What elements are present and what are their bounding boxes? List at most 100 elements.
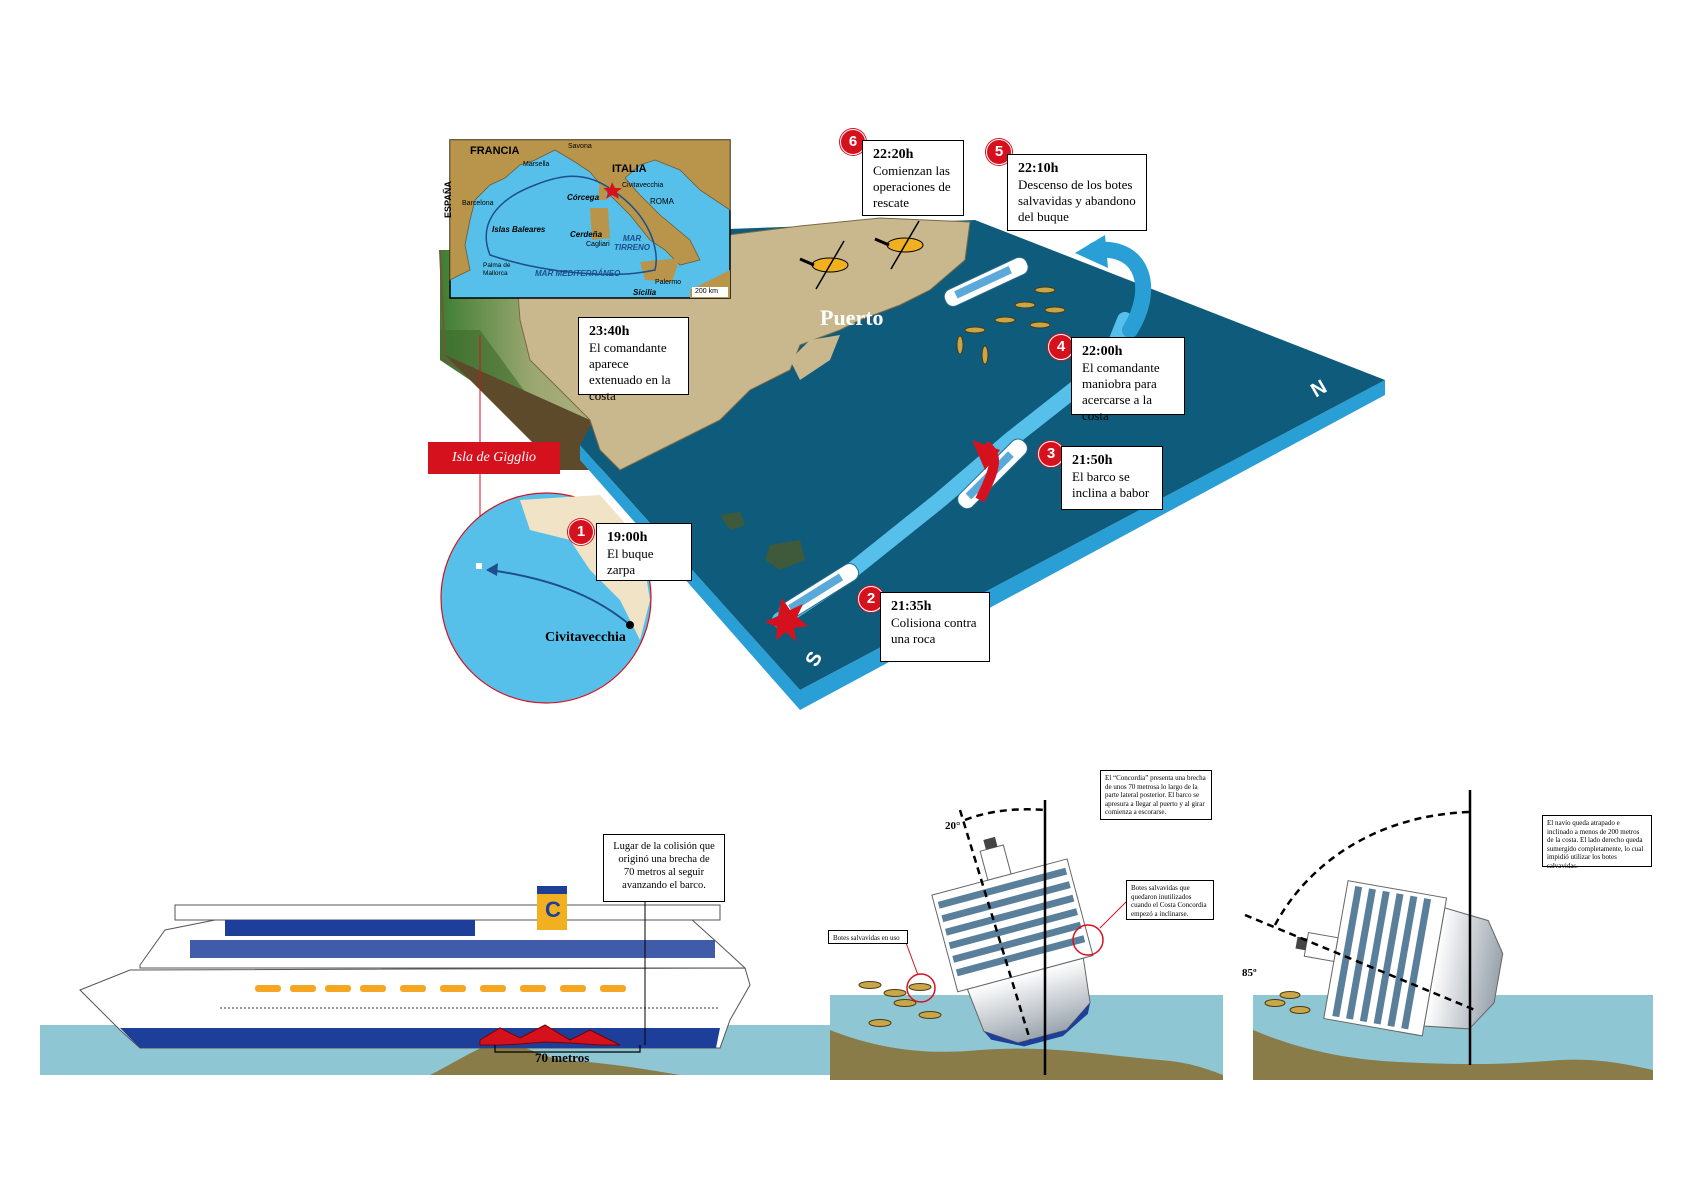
lifeboats-floating-2 xyxy=(1264,991,1311,1014)
islet-2 xyxy=(765,540,805,570)
angle-label-20: 20° xyxy=(945,820,961,832)
locator-arrow-head xyxy=(486,563,498,576)
land-peninsula xyxy=(790,335,840,380)
ship-funnel xyxy=(537,890,567,930)
event-time-5: 22:10h xyxy=(1018,161,1059,176)
seabed-3 xyxy=(1253,1030,1653,1080)
funnel-letter: C xyxy=(545,897,561,922)
event-text-4: El comandante maniobra para acercarse a … xyxy=(1082,360,1160,423)
event-badge-5: 5 xyxy=(986,139,1012,165)
label-cagliari: Cagliari xyxy=(586,241,610,248)
label-civitavecchia: Civitavecchia xyxy=(545,630,626,645)
ship-lifeboat-row xyxy=(255,985,626,992)
tilted-ship-85 xyxy=(1295,880,1504,1037)
label-isla-gigglio: Isla de Gigglio xyxy=(428,442,560,474)
lifeboat-pointer-2 xyxy=(1099,899,1129,929)
event-time-6: 22:20h xyxy=(873,147,914,162)
ship-hull-bottom xyxy=(120,1028,720,1048)
label-mar-tirreno: MAR TIRRENO xyxy=(614,234,650,252)
lifeboats-in-use-note: Botes salvavidas en uso xyxy=(828,930,908,944)
event-badge-2: 2 xyxy=(858,586,884,612)
label-barcelona: Barcelona xyxy=(462,200,494,207)
tilt-arc-1 xyxy=(964,808,1046,822)
concordia-note: El “Concordia” presenta una brecha de un… xyxy=(1100,770,1212,820)
cliff-base xyxy=(445,355,600,470)
event-badge-3: 3 xyxy=(1038,441,1064,467)
inset-map xyxy=(449,139,731,299)
inset-scale-box xyxy=(692,287,728,297)
helicopter-1 xyxy=(799,240,849,290)
event-badge-4: 4 xyxy=(1048,334,1074,360)
turn-arrow xyxy=(1087,241,1152,338)
collision-note: Lugar de la colisión que originó una bre… xyxy=(603,834,725,902)
event-box-3: 21:50h El barco se inclina a babor xyxy=(1061,446,1163,510)
event-time-4: 22:00h xyxy=(1082,344,1123,359)
label-savona: Savona xyxy=(568,143,592,150)
inset-route xyxy=(485,175,657,276)
useless-lifeboats-note: Botes salvavidas que quedaron inutilizad… xyxy=(1126,880,1214,920)
tilt-panel-85 xyxy=(1244,790,1653,1080)
tilt-arrow-head xyxy=(972,440,1000,470)
gigglio-island-dot xyxy=(476,563,482,569)
event-text-6: Comienzan las operaciones de rescate xyxy=(873,163,951,210)
label-roma: ROMA xyxy=(650,197,674,206)
lifeboat-highlight-1 xyxy=(906,973,936,1003)
ship-funnel-top xyxy=(537,886,567,894)
label-palermo: Palermo xyxy=(655,279,682,286)
label-espana: ESPAÑA xyxy=(443,181,453,218)
event-box-4: 22:00h El comandante maniobra para acerc… xyxy=(1071,337,1185,423)
inset-sicily xyxy=(640,258,680,282)
angle-label-85: 85º xyxy=(1242,967,1257,979)
event-box-2340: 23:40h El comandante aparece extenuado e… xyxy=(578,317,689,403)
ship-aground xyxy=(943,256,1029,307)
event-text-3: El barco se inclina a babor xyxy=(1072,469,1150,500)
inset-sardinia xyxy=(590,208,610,240)
inset-land xyxy=(449,139,731,281)
tilt-axis-2 xyxy=(1244,913,1476,1012)
collision-star xyxy=(765,598,808,642)
event-time-2340: 23:40h xyxy=(589,324,630,339)
event-time-2: 21:35h xyxy=(891,599,932,614)
helicopter-2 xyxy=(874,220,924,270)
event-badge-1: 1 xyxy=(568,519,594,545)
tilt-arc-2 xyxy=(1273,810,1471,926)
breach-label: 70 metros xyxy=(535,1050,590,1065)
label-mar-mediterraneo: MAR MEDITERRÁNEO xyxy=(535,269,621,278)
label-sicilia: Sicilia xyxy=(633,288,657,297)
lifeboat-pointer-1 xyxy=(904,939,919,976)
ship-window-band xyxy=(190,940,715,958)
tilt-panel-20 xyxy=(830,800,1223,1080)
event-time-3: 21:50h xyxy=(1072,453,1113,468)
tilt-axis-1 xyxy=(958,809,1032,1041)
label-palma: Palma de Mallorca xyxy=(483,262,511,277)
lifeboats-floating-1 xyxy=(858,981,942,1027)
breach-bracket xyxy=(494,1045,641,1053)
label-corcega: Córcega xyxy=(567,193,600,202)
ship-upper-deck xyxy=(174,904,721,921)
ship-side-view xyxy=(40,886,835,1075)
turn-arrow-head xyxy=(1075,235,1108,268)
event-box-6: 22:20h Comienzan las operaciones de resc… xyxy=(862,140,964,216)
event-box-1: 19:00h El buque zarpa xyxy=(596,523,692,581)
lifeboat-highlight-2 xyxy=(1072,924,1104,956)
seabed-2 xyxy=(830,1030,1223,1080)
label-puerto: Puerto xyxy=(820,305,884,330)
event-text-2340: El comandante aparece extenuado en la co… xyxy=(589,340,671,403)
inset-star xyxy=(603,182,622,199)
ship-breach xyxy=(479,1024,621,1046)
event-box-5: 22:10h Descenso de los botes salvavidas … xyxy=(1007,154,1147,231)
event-time-1: 19:00h xyxy=(607,530,648,545)
label-baleares: Islas Baleares xyxy=(492,225,546,234)
ship-top-deck xyxy=(225,920,475,936)
event-text-2: Colisiona contra una roca xyxy=(891,615,977,646)
lifeboats-map xyxy=(956,286,1066,365)
label-italia: ITALIA xyxy=(612,163,647,175)
label-cerdena: Cerdeña xyxy=(570,230,603,239)
label-marsella: Marsella xyxy=(523,161,550,168)
label-civitavecchia-inset: Civitavecchia xyxy=(622,182,664,189)
seabed-1 xyxy=(430,1040,680,1075)
event-text-5: Descenso de los botes salvavidas y aband… xyxy=(1018,177,1136,224)
label-francia: FRANCIA xyxy=(470,145,520,157)
label-scale: 200 km xyxy=(695,288,718,295)
